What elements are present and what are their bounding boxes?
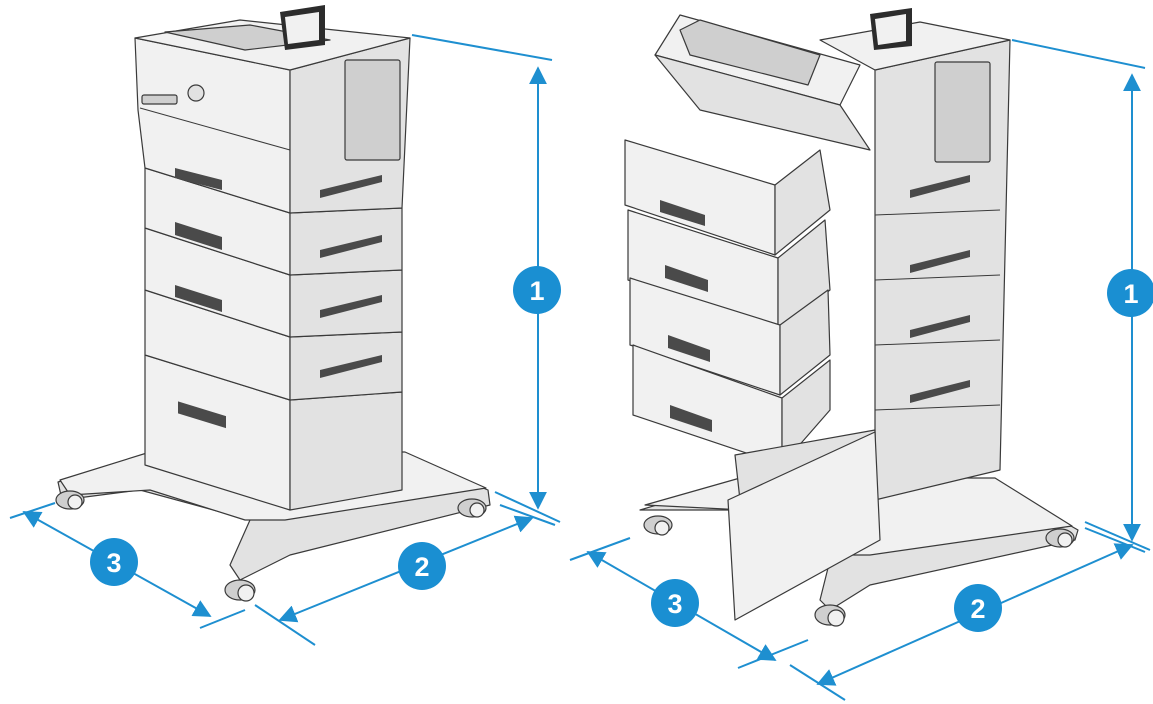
- right-open-tray: [624, 139, 831, 256]
- left-callout-2-badge: 2: [398, 542, 446, 590]
- svg-text:1: 1: [1123, 279, 1138, 309]
- svg-text:3: 3: [106, 548, 121, 578]
- right-callout-2-badge: 2: [954, 584, 1002, 632]
- svg-text:3: 3: [667, 589, 682, 619]
- right-wheel: [814, 604, 846, 627]
- right-wheel: [643, 515, 673, 536]
- right-open-tray: [627, 209, 831, 331]
- left-wheel: [224, 579, 256, 602]
- left-control-panel: [280, 5, 325, 50]
- svg-text:2: 2: [414, 552, 429, 582]
- right-printer-body: [819, 8, 1011, 501]
- svg-text:1: 1: [529, 276, 544, 306]
- right-control-panel: [870, 8, 912, 50]
- left-printer-body: [134, 5, 411, 214]
- left-cabinet: [144, 354, 403, 511]
- right-callout-3-badge: 3: [651, 579, 699, 627]
- left-wheel: [457, 498, 487, 518]
- right-printer: [624, 8, 1079, 627]
- right-callout-1-badge: 1: [1107, 269, 1153, 317]
- right-open-top-cover: [654, 14, 871, 151]
- left-callout-3-badge: 3: [90, 538, 138, 586]
- left-callout-1-badge: 1: [513, 266, 561, 314]
- left-printer: [55, 5, 491, 602]
- svg-text:2: 2: [970, 594, 985, 624]
- right-wheel: [1045, 528, 1075, 548]
- right-open-tray: [629, 277, 831, 396]
- left-wheel: [55, 490, 85, 510]
- left-tray: [144, 227, 403, 338]
